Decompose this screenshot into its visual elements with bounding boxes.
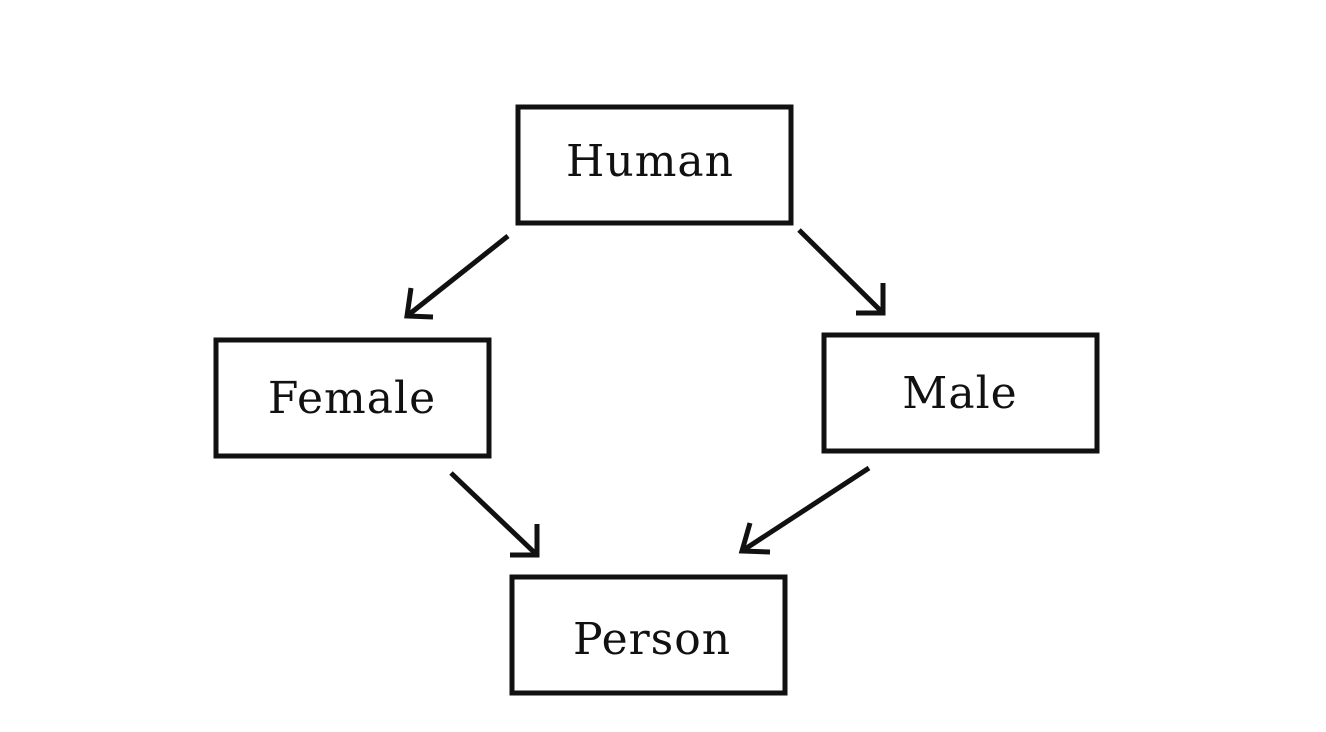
edge-human-to-female-line: [405, 234, 510, 318]
edge-human-to-male: [797, 228, 886, 316]
node-person-box: [509, 574, 788, 696]
edge-human-to-female: [404, 234, 510, 320]
edge-male-to-person-arrowhead: [738, 522, 771, 555]
node-human-box: [515, 104, 794, 226]
node-female-box: [213, 337, 492, 459]
edge-human-to-male-line: [797, 228, 885, 315]
node-male-box: [821, 332, 1100, 454]
node-human: Human: [515, 104, 794, 226]
node-human-label: Human: [566, 136, 734, 187]
node-person: Person: [509, 574, 788, 696]
edge-human-to-male-arrowhead: [856, 283, 886, 316]
edge-female-to-person-line: [449, 471, 539, 557]
edge-male-to-person-line: [740, 465, 871, 554]
node-male: Male: [821, 332, 1100, 454]
node-male-label: Male: [902, 368, 1017, 419]
node-female-label: Female: [268, 373, 436, 424]
edge-female-to-person: [449, 471, 540, 558]
edge-male-to-person: [738, 465, 871, 555]
node-person-label: Person: [573, 614, 731, 665]
edge-female-to-person-arrowhead: [510, 524, 540, 558]
node-female: Female: [213, 337, 492, 459]
edge-human-to-female-arrowhead: [404, 287, 434, 320]
